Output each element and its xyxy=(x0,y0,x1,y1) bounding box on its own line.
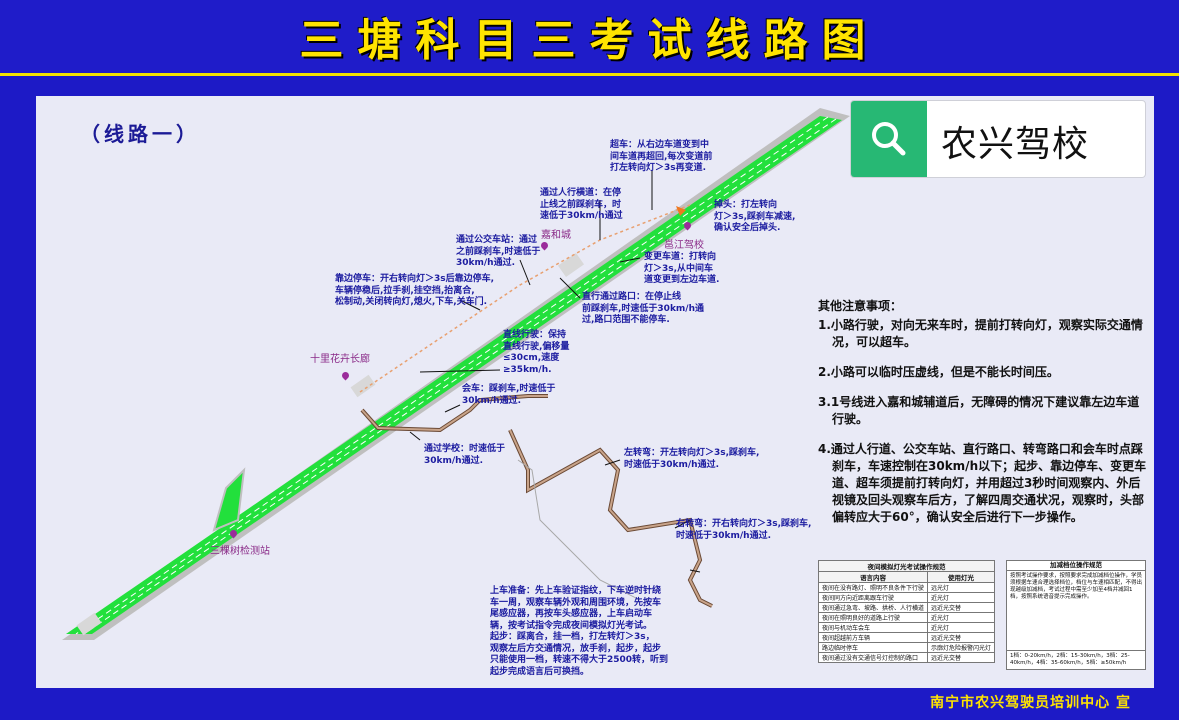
note-right-turn: 右转弯：开右转向灯＞3s,踩刹车,时速低于30km/h通过. xyxy=(676,519,812,541)
crossing-strip xyxy=(76,612,102,636)
lights-table: 夜间模拟灯光考试操作规范 语言内容 使用灯光 夜间在没有路灯、照明不良条件下行驶… xyxy=(817,560,996,663)
search-icon xyxy=(851,101,927,177)
arrow xyxy=(689,569,701,573)
thin-road xyxy=(517,459,641,601)
gear-table: 加减档位操作规范 按照考试操作要求，按照要求完成加减档位操作，学员须根据车速合理… xyxy=(1006,560,1146,670)
route-trace xyxy=(359,204,691,393)
side-road xyxy=(361,395,548,432)
note-crosswalk: 通过人行横道：在停止线之前踩刹车，时速低于30km/h通过 xyxy=(540,188,623,221)
crossing-strip xyxy=(350,374,376,398)
table-row: 夜间在照明良好的道路上行驶近光灯 xyxy=(817,612,996,623)
lights-table-header: 语言内容 xyxy=(817,571,929,583)
other-note-item: 2.小路可以临时压虚线，但是不能长时间压。 xyxy=(818,365,1059,379)
highway-surface xyxy=(66,116,842,634)
side-roads xyxy=(360,394,713,608)
gear-table-grid: 1档：0-20km/h，2档：15-30km/h，3档：25-40km/h，4档… xyxy=(1007,650,1145,669)
table-row: 夜间超越前方车辆远近光交替 xyxy=(817,632,996,643)
lights-table-header: 使用灯光 xyxy=(927,571,996,583)
arrow xyxy=(409,431,421,441)
arrow xyxy=(459,299,481,311)
title-bar: 三塘科目三考试线路图 xyxy=(0,0,1179,76)
brand-name: 农兴驾校 xyxy=(941,124,1090,165)
annotation-arrows xyxy=(409,170,701,573)
note-lane-change: 变更车道：打转向灯＞3s,从中间车道变更到左边车道. xyxy=(644,252,720,285)
table-row: 夜间通过急弯、坡路、拱桥、人行横道远近光交替 xyxy=(817,602,996,613)
uturn-marker xyxy=(676,206,686,216)
lane-line xyxy=(83,118,837,635)
gear-table-body: 按照考试操作要求，按照要求完成加减档位操作，学员须根据车速合理选择档位，档位与车… xyxy=(1010,573,1143,600)
page-title: 三塘科目三考试线路图 xyxy=(299,15,880,66)
note-left-turn: 左转弯：开左转向灯＞3s,踩刹车,时速低于30km/h通过. xyxy=(624,448,760,470)
arrow xyxy=(559,277,581,299)
other-note-item: 1.小路行驶，对向无来车时，提前打转向灯，观察实际交通情况，可以超车。 xyxy=(818,318,1143,349)
note-overtake: 超车：从右边车道变到中间车道再超回,每次变道前打左转向灯＞3s再变道. xyxy=(610,140,713,173)
table-row: 夜间通过没有交通信号灯控制的路口远近光交替 xyxy=(817,652,996,663)
table-row: 夜间在没有路灯、照明不良条件下行驶远光灯 xyxy=(817,582,996,593)
lane-line xyxy=(75,116,829,635)
arrow xyxy=(619,257,641,263)
search-icon-glyph xyxy=(872,122,906,156)
other-note-item: 3.1号线进入嘉和城辅道后，无障碍的情况下建议靠左边车道行驶。 xyxy=(818,395,1140,426)
table-row: 夜间同方向近距离跟车行驶近光灯 xyxy=(817,592,996,603)
note-pull-over: 靠边停车：开右转向灯＞3s后靠边停车,车辆停稳后,拉手刹,挂空挡,抬离合,松制动… xyxy=(335,274,495,307)
brand-badge: 农兴驾校 xyxy=(850,100,1146,178)
note-intersection: 直行通过路口：在停止线前踩刹车,时速低于30km/h通过,路口范围不能停车. xyxy=(582,292,705,325)
side-road xyxy=(509,429,713,607)
arrow xyxy=(674,519,691,529)
arrow xyxy=(419,369,501,373)
median-island xyxy=(212,467,246,532)
other-notes: 其他注意事项： 1.小路行驶，对向无来车时，提前打转向灯，观察实际交通情况，可以… xyxy=(818,298,1148,539)
route-label: （线路一） xyxy=(80,122,200,146)
note-straight: 直线行驶：保持直线行驶,偏移量≤30cm,速度≥35km/h. xyxy=(503,330,570,375)
place-shili: 十里花卉长廊 xyxy=(310,354,370,365)
lights-table-title: 夜间模拟灯光考试操作规范 xyxy=(817,560,996,572)
note-uturn: 掉头：打左转向灯＞3s,踩刹车减速,确认安全后掉头. xyxy=(714,200,796,233)
place-yijiang: 邕江驾校 xyxy=(664,240,704,251)
other-notes-header: 其他注意事项： xyxy=(818,299,903,313)
other-note-item: 4.通过人行道、公交车站、直行路口、转弯路口和会车时点踩刹车，车速控制在30km… xyxy=(818,442,1147,524)
table-row: 夜间与机动车会车近光灯 xyxy=(817,622,996,633)
place-jiahe: 嘉和城 xyxy=(541,230,571,241)
footer-credit: 南宁市农兴驾驶员培训中心 宣 xyxy=(930,695,1131,711)
crossing-strip xyxy=(557,252,585,278)
place-sanshu: 三棵树检测站 xyxy=(210,546,270,557)
gear-table-title: 加减档位操作规范 xyxy=(1007,561,1145,571)
arrow xyxy=(519,259,531,286)
arrow xyxy=(604,459,621,466)
table-row: 路边临时停车示廓灯危险报警闪光灯 xyxy=(817,642,996,653)
main-highway xyxy=(62,108,850,640)
note-start: 上车准备：先上车验证指纹，下车逆时针绕车一周，观察车辆外观和周围环境，先按车尾感… xyxy=(490,586,669,677)
arrow xyxy=(444,404,461,413)
